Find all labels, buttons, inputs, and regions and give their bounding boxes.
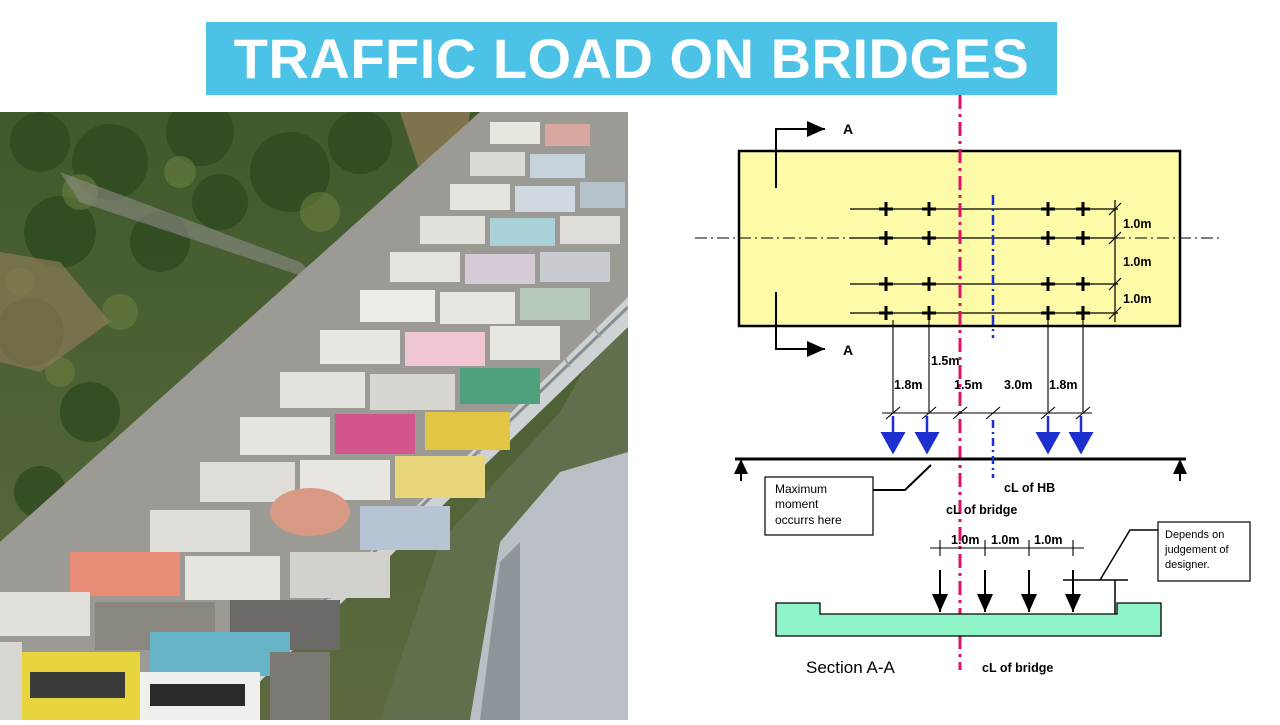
max-moment-note: [764, 476, 874, 536]
title-banner: TRAFFIC LOAD ON BRIDGES: [206, 22, 1057, 95]
extension-lines: [882, 320, 1092, 420]
designer-note: [1157, 521, 1251, 582]
designer-note-line1: Depends on: [1165, 529, 1224, 541]
hb-load-diagram-svg: A A: [695, 95, 1251, 677]
traffic-photo: [0, 112, 628, 720]
section-a-a: 1.0m 1.0m 1.0m Depends on judgement of d…: [775, 521, 1251, 677]
section-label-top: A: [843, 121, 853, 137]
max-moment-note-line2: moment: [775, 497, 819, 511]
section-wheel-loads: [932, 570, 1081, 612]
max-moment-note-line3: occurrs here: [775, 513, 842, 527]
elevation-view: Maximum moment occurrs here cL of HB cL …: [734, 416, 1187, 536]
max-moment-note-line1: Maximum: [775, 482, 827, 496]
section-dim-1: 1.0m: [951, 533, 980, 547]
section-title: Section A-A: [806, 658, 895, 677]
dim-1-5m-lower: 1.5m: [954, 378, 983, 392]
left-support: [734, 459, 748, 474]
dim-1-8m-right: 1.8m: [1049, 378, 1078, 392]
bridge-centerline-label: cL of bridge: [946, 503, 1017, 517]
right-support: [1173, 459, 1187, 474]
section-label-bottom: A: [843, 342, 853, 358]
designer-note-line3: designer.: [1165, 559, 1210, 571]
designer-note-leader: [1063, 529, 1158, 614]
hb-centerline-label: cL of HB: [1004, 481, 1055, 495]
section-marker-bottom: [775, 292, 825, 357]
hb-load-diagram: A A: [630, 95, 1280, 720]
deck-section: [775, 602, 1162, 637]
wheel-positions: [879, 202, 1090, 320]
hb-axle-loads: [880, 416, 1094, 455]
designer-note-line2: judgement of: [1164, 544, 1230, 556]
plan-spacing-2: 1.0m: [1123, 255, 1152, 269]
plan-spacing-3: 1.0m: [1123, 292, 1152, 306]
truck-queue: [0, 122, 625, 720]
section-dim-3: 1.0m: [1034, 533, 1063, 547]
section-dim-2: 1.0m: [991, 533, 1020, 547]
dim-3-0m: 3.0m: [1004, 378, 1033, 392]
section-bridge-centerline-label: cL of bridge: [982, 661, 1053, 675]
page-title: TRAFFIC LOAD ON BRIDGES: [233, 27, 1030, 90]
dim-1-5m-upper: 1.5m: [931, 354, 960, 368]
traffic-photo-illustration: [0, 112, 628, 720]
dim-1-8m-left: 1.8m: [894, 378, 923, 392]
plan-spacing-1: 1.0m: [1123, 217, 1152, 231]
note-leader: [873, 464, 932, 491]
section-marker-top: [775, 121, 825, 188]
